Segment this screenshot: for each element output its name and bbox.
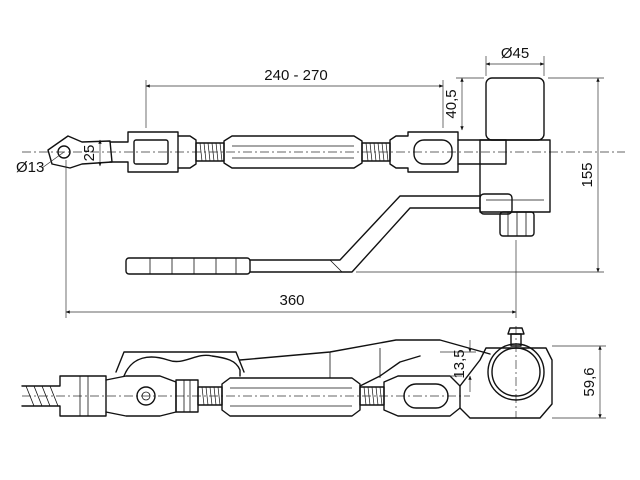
side-body (221, 377, 361, 417)
dim-adjust-range: 240 - 270 (145, 67, 444, 128)
dim-eye-diameter: Ø13 (16, 151, 65, 176)
top-view: 240 - 270 Ø45 40,5 Ø13 25 (16, 45, 625, 318)
label-eye-diameter: Ø13 (16, 159, 44, 176)
side-arm (239, 339, 491, 387)
label-offset-side: 13,5 (451, 349, 468, 378)
tube-assembly (479, 77, 551, 237)
label-adjust-range: 240 - 270 (264, 67, 327, 84)
label-side-height: 59,6 (581, 367, 598, 396)
label-tube-diameter: Ø45 (501, 45, 529, 62)
label-eye-width: 25 (81, 145, 98, 162)
lever-arm (125, 195, 481, 275)
dim-tube-diameter: Ø45 (485, 45, 545, 76)
label-offset-top: 40,5 (443, 89, 460, 118)
dim-eye-width: 25 (81, 139, 102, 167)
label-length-total: 360 (279, 292, 304, 309)
dim-height-total: 155 (356, 77, 604, 273)
label-height-total: 155 (579, 162, 596, 187)
dim-offset-side: 13,5 (440, 340, 476, 392)
side-handle (115, 351, 245, 377)
turnbuckle-body (223, 135, 363, 169)
dim-offset-top: 40,5 (443, 77, 484, 131)
side-view: 13,5 59,6 (21, 326, 606, 419)
dim-length-total: 360 (65, 160, 517, 318)
side-tube (459, 327, 553, 419)
side-left-plate (21, 375, 107, 417)
dim-side-height: 59,6 (552, 345, 606, 419)
